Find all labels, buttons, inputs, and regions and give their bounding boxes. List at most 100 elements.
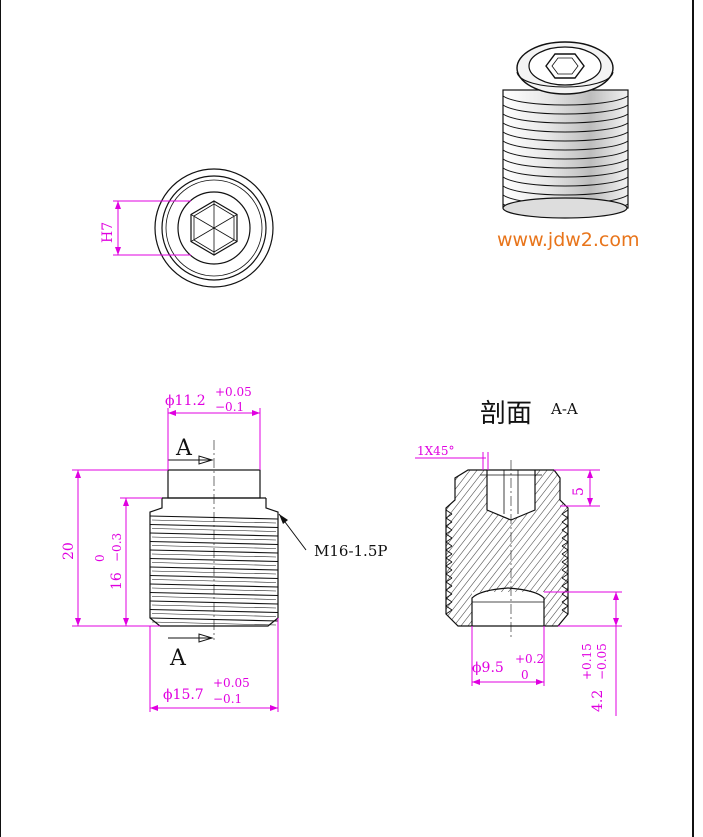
drawing-line xyxy=(445,601,453,607)
drawing-line xyxy=(445,565,453,571)
drawing-line xyxy=(590,460,703,640)
thread-spec-label: M16-1.5P xyxy=(314,542,387,560)
plug-3d-render: www.jdw2.com xyxy=(497,41,640,251)
section-marker-bottom: A xyxy=(169,646,187,671)
drawing-line xyxy=(445,529,453,535)
thread-length-label: 16 xyxy=(109,572,125,590)
drawing-line xyxy=(561,537,569,543)
drawing-line xyxy=(445,557,453,563)
drawing-line xyxy=(445,533,453,539)
drawing-line xyxy=(561,561,569,567)
drawing-line xyxy=(151,545,277,549)
thread-length-lower-tol: −0.3 xyxy=(110,533,124,562)
drawing-line xyxy=(561,569,569,575)
drawing-line xyxy=(446,470,568,626)
drawing-line xyxy=(618,460,703,640)
drawing-line xyxy=(561,513,569,519)
hex-depth-label: 5 xyxy=(571,487,587,496)
drawing-line xyxy=(561,585,569,591)
drawing-line xyxy=(446,470,568,626)
drawing-line xyxy=(561,565,569,571)
drawing-line xyxy=(561,577,569,583)
render-thread-band xyxy=(502,113,629,124)
drawing-line xyxy=(149,574,279,580)
render-thread-band xyxy=(502,95,629,106)
drawing-line xyxy=(445,513,453,519)
drawing-line xyxy=(445,609,453,615)
drawing-line xyxy=(533,470,568,626)
drawing-line xyxy=(445,545,453,551)
drawing-line xyxy=(445,605,453,611)
drawing-line xyxy=(445,525,453,531)
drawing-line xyxy=(446,470,486,626)
drawing-line xyxy=(445,597,453,603)
drawing-line xyxy=(597,460,703,640)
render-thread-band xyxy=(502,185,629,196)
drawing-line xyxy=(583,460,703,640)
drawing-line xyxy=(561,601,569,607)
section-title: 剖面 xyxy=(480,399,532,429)
bore-diameter-upper-tol: +0.2 xyxy=(515,652,544,666)
bottom-diameter-lower-tol: −0.1 xyxy=(213,692,242,706)
render-thread-band xyxy=(502,104,629,115)
drawing-line xyxy=(445,561,453,567)
bore-depth-label: 4.2 xyxy=(590,690,606,712)
bottom-diameter-label: ϕ15.7 xyxy=(163,687,204,703)
bottom-diameter-upper-tol: +0.05 xyxy=(213,676,250,690)
render-thread-band xyxy=(502,131,629,142)
drawing-line xyxy=(561,609,569,615)
thread-length-upper-tol: 0 xyxy=(93,554,107,562)
website-url: www.jdw2.com xyxy=(497,229,640,251)
drawing-line xyxy=(446,470,500,626)
top-view: H7 xyxy=(100,168,274,288)
drawing-line xyxy=(569,460,703,640)
hex-tolerance-label: H7 xyxy=(100,222,116,243)
drawing-line xyxy=(561,557,569,563)
drawing-line xyxy=(445,577,453,583)
drawing-line xyxy=(561,597,569,603)
overall-length-label: 20 xyxy=(61,542,77,560)
drawing-line xyxy=(445,549,453,555)
drawing-line xyxy=(445,589,453,595)
drawing-line xyxy=(445,593,453,599)
drawing-line xyxy=(604,460,703,640)
top-diameter-lower-tol: −0.1 xyxy=(215,400,244,414)
drawing-line xyxy=(554,470,568,626)
bore-diameter-lower-tol: 0 xyxy=(521,668,529,682)
drawing-line xyxy=(561,605,569,611)
drawing-line xyxy=(445,541,453,547)
render-thread-band xyxy=(502,140,629,151)
drawing-line xyxy=(561,573,569,579)
drawing-line xyxy=(445,553,453,559)
drawing-line xyxy=(561,593,569,599)
front-view: A A ϕ11.2 +0.05 −0.1 20 16 0 −0.3 M16-1.… xyxy=(61,385,387,712)
drawing-line xyxy=(445,517,453,523)
drawing-line xyxy=(445,521,453,527)
drawing-line xyxy=(561,545,569,551)
drawing-line xyxy=(561,581,569,587)
drawing-line xyxy=(611,460,703,640)
drawing-line xyxy=(561,533,569,539)
drawing-line xyxy=(445,537,453,543)
drawing-line xyxy=(561,509,569,515)
drawing-line xyxy=(540,470,568,626)
render-thread-band xyxy=(502,149,629,160)
drawing-line xyxy=(149,617,279,622)
section-view: 剖面 A-A 1X45° xyxy=(415,399,703,716)
drawing-line xyxy=(547,470,568,626)
drawing-line xyxy=(445,581,453,587)
drawing-line xyxy=(446,470,563,626)
drawing-line xyxy=(445,509,453,515)
drawing-line xyxy=(561,521,569,527)
render-thread-band xyxy=(502,176,629,187)
drawing-line xyxy=(149,557,279,563)
drawing-line xyxy=(561,549,569,555)
drawing-line xyxy=(561,553,569,559)
section-id-label: A-A xyxy=(550,400,578,418)
drawing-line xyxy=(561,525,569,531)
drawing-line xyxy=(526,470,568,626)
drawing-line xyxy=(561,529,569,535)
drawing-line xyxy=(445,585,453,591)
